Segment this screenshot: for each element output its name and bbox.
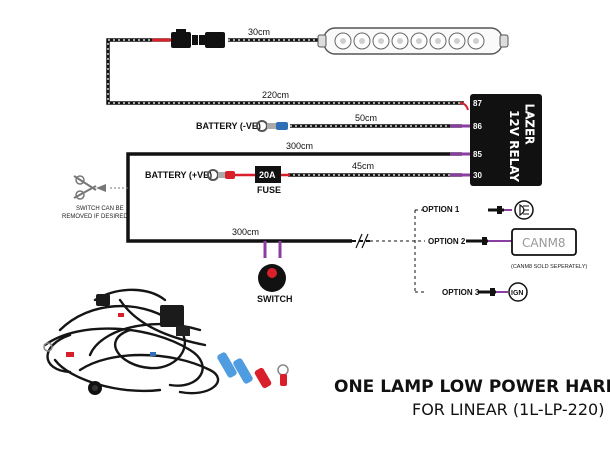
harness-title-line1: ONE LAMP LOW POWER HARNESS [334,377,610,397]
wire-loom-87 [106,38,464,105]
connector-socket[interactable] [199,32,225,48]
headlight-icon [514,200,534,220]
length-label-switch: 300cm [232,227,259,237]
canm8-label: CANM8 [522,236,566,250]
crimp-connectors-photo [217,352,289,389]
length-label-top: 30cm [248,27,270,37]
relay-pin-30: 30 [473,171,482,180]
length-label-pos: 45cm [352,161,374,171]
switch-note-line1: SWITCH CAN BE [76,206,124,212]
length-label-85: 300cm [286,141,313,151]
switch-wires [263,241,282,258]
option-1-wire [488,206,512,214]
light-bar-icon [317,27,509,55]
canm8-note: (CANM8 SOLD SEPERATELY) [511,264,587,270]
length-label-220: 220cm [262,90,289,100]
ign-label: IGN [511,290,523,297]
canm8-module [511,228,577,256]
switch-icon[interactable] [258,264,286,292]
switch-note-line2: REMOVED IF DESIRED [62,214,128,220]
relay-pin-87: 87 [473,99,482,108]
wire-loop-85 [126,152,462,243]
relay-block [470,94,542,186]
fuse-holder[interactable] [255,166,290,183]
relay-brand-logo: LAZER [523,104,536,145]
length-label-neg: 50cm [355,113,377,123]
relay-pin-stubs [450,102,472,177]
relay-pin-86: 86 [473,122,482,131]
option-2-label: OPTION 2 [428,237,466,246]
fuse-rating: 20A [259,170,276,180]
battery-neg-label: BATTERY (-VE) [196,121,261,131]
ign-icon [508,282,528,302]
option-branches [352,209,425,293]
harness-photo [43,288,219,395]
ring-terminal-pos-icon [207,169,256,181]
option-1-label: OPTION 1 [422,205,460,214]
relay-pin-85: 85 [473,150,482,159]
battery-pos-label: BATTERY (+VE) [145,170,212,180]
wire-cutter-icon [73,175,130,200]
option-3-label: OPTION 3 [442,288,480,297]
relay-label: 12V RELAY [507,110,521,182]
option-3-wire [478,288,508,296]
harness-title-line2: FOR LINEAR (1L-LP-220) [412,400,604,419]
switch-label: SWITCH [257,294,293,304]
option-2-wire [466,237,512,245]
fuse-label: FUSE [257,185,281,195]
connector-plug[interactable] [171,29,198,48]
ring-terminal-icon [256,120,288,132]
